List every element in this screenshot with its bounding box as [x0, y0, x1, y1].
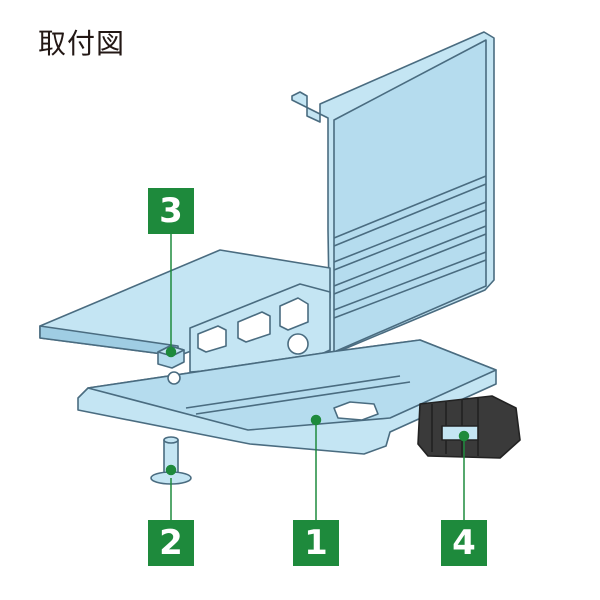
leader-1-dot: [310, 414, 322, 426]
panel-rib-3: [333, 225, 487, 295]
page-title: 取付図: [38, 27, 126, 60]
callout-1: 1: [293, 520, 339, 566]
leader-2-dot: [165, 464, 177, 476]
nut-washer-hole: [167, 371, 181, 385]
rail-slot-2: [237, 311, 271, 343]
callout-4: 4: [441, 520, 487, 566]
leader-4-dot: [458, 430, 470, 442]
rail-hole: [287, 333, 309, 355]
base-plate-groove: [185, 375, 411, 415]
rail-slot-1: [197, 325, 227, 353]
callout-2: 2: [148, 520, 194, 566]
panel-rib-4: [333, 251, 487, 319]
end-cap-group: [417, 395, 521, 459]
panel-rib-2: [333, 201, 487, 271]
leader-3-dot: [165, 346, 177, 358]
rail-slot-3: [279, 297, 309, 331]
bolt-shank-top: [163, 436, 179, 444]
callout-3: 3: [148, 188, 194, 234]
panel-rib-1: [333, 175, 487, 247]
base-plate-slot: [333, 401, 379, 421]
vertical-panel-face: [333, 39, 487, 353]
